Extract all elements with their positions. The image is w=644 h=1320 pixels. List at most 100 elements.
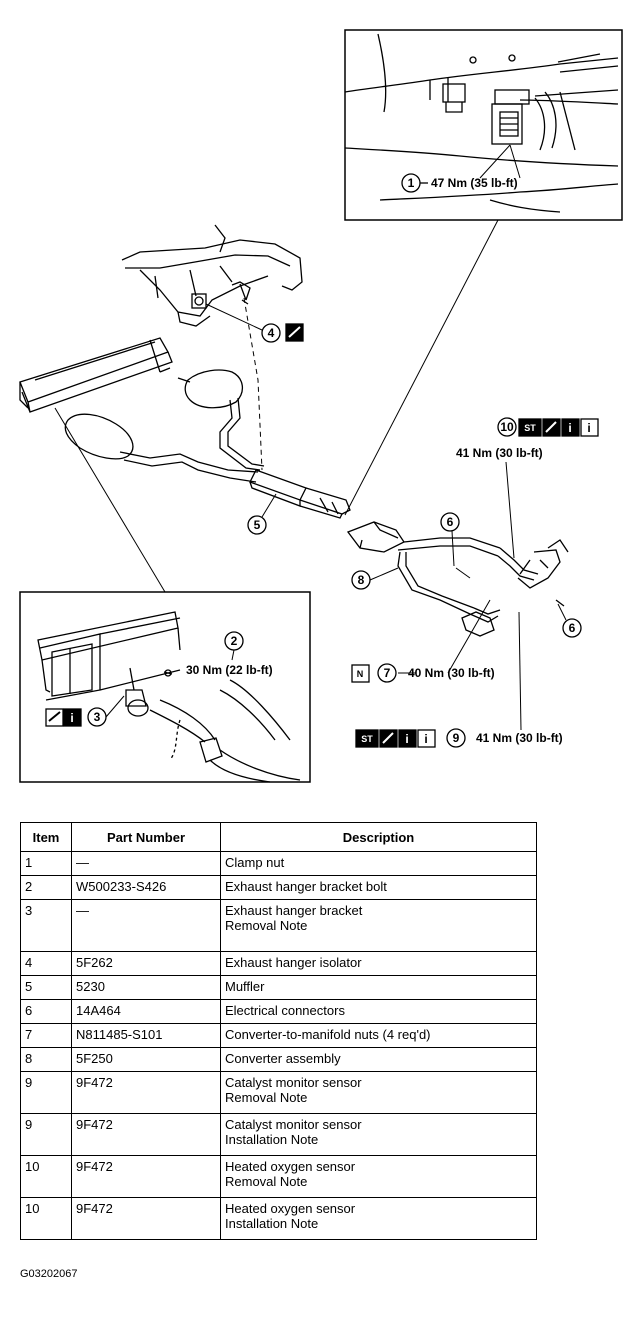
callout-10-number: 10: [500, 420, 514, 434]
desc-line1: Clamp nut: [225, 855, 285, 870]
table-header-row: Item Part Number Description: [20, 822, 537, 852]
info-icon: i: [587, 421, 590, 435]
callout-9-badge: ST: [361, 734, 373, 744]
cell-part: 9F472: [71, 1071, 221, 1114]
desc-line1: Exhaust hanger bracket bolt: [225, 879, 387, 894]
cell-part: N811485-S101: [71, 1023, 221, 1048]
info-icon: i: [424, 732, 427, 746]
cell-part: —: [71, 851, 221, 876]
desc-line1: Exhaust hanger bracket: [225, 903, 363, 918]
cell-desc: Electrical connectors: [220, 999, 537, 1024]
callout-5-number: 5: [254, 518, 261, 532]
pencil-icon: [382, 732, 394, 744]
cell-part: 9F472: [71, 1155, 221, 1198]
desc-line1: Heated oxygen sensor: [225, 1159, 356, 1174]
cell-desc: Exhaust hanger isolator: [220, 951, 537, 976]
cell-item: 2: [20, 875, 72, 900]
cell-item: 3: [20, 899, 72, 952]
table-row: 6 14A464 Electrical connectors: [20, 999, 537, 1024]
desc-line1: Heated oxygen sensor: [225, 1201, 356, 1216]
lubricant-icon: [48, 711, 61, 722]
header-part-number: Part Number: [71, 822, 221, 852]
callout-4-number: 4: [268, 326, 275, 340]
desc-line1: Catalyst monitor sensor: [225, 1075, 362, 1090]
callout-9-torque: 41 Nm (30 lb-ft): [476, 731, 563, 745]
callout-8-number: 8: [358, 573, 365, 587]
figure-code: G03202067: [20, 1268, 78, 1280]
cell-part: 9F472: [71, 1197, 221, 1240]
callout-7-number: 7: [384, 666, 391, 680]
cell-desc: Exhaust hanger bracket bolt: [220, 875, 537, 900]
callout-3-number: 3: [94, 710, 101, 724]
parts-table: Item Part Number Description 1 — Clamp n…: [20, 822, 537, 1240]
cell-desc: Converter-to-manifold nuts (4 req'd): [220, 1023, 537, 1048]
callout-1-number: 1: [408, 176, 415, 190]
cell-item: 5: [20, 975, 72, 1000]
info-icon: i: [70, 711, 73, 725]
cell-item: 1: [20, 851, 72, 876]
desc-line1: Electrical connectors: [225, 1003, 345, 1018]
cell-part: 9F472: [71, 1113, 221, 1156]
callout-2-torque: 30 Nm (22 lb-ft): [186, 663, 273, 677]
exhaust-diagram: 1 47 Nm (35 lb-ft) 4 5 6 6 8 10 ST i i 4…: [19, 29, 623, 783]
pencil-icon: [545, 421, 557, 433]
cell-part: 5F250: [71, 1047, 221, 1072]
desc-note: Installation Note: [225, 1132, 319, 1147]
callout-10-badge: ST: [524, 423, 536, 433]
callout-10-torque: 41 Nm (30 lb-ft): [456, 446, 543, 460]
table-row: 8 5F250 Converter assembly: [20, 1047, 537, 1072]
cell-item: 9: [20, 1113, 72, 1156]
callout-7-torque: 40 Nm (30 lb-ft): [408, 666, 495, 680]
table-row: 1 — Clamp nut: [20, 851, 537, 876]
cell-part: —: [71, 899, 221, 952]
cell-part: W500233-S426: [71, 875, 221, 900]
cell-item: 7: [20, 1023, 72, 1048]
lubricant-icon: [288, 326, 301, 338]
desc-line1: Muffler: [225, 979, 265, 994]
callout-9-number: 9: [453, 731, 460, 745]
cell-item: 10: [20, 1155, 72, 1198]
cell-part: 5F262: [71, 951, 221, 976]
desc-note: Removal Note: [225, 918, 308, 933]
callout-2-number: 2: [231, 634, 238, 648]
callout-1-torque: 47 Nm (35 lb-ft): [431, 176, 518, 190]
cell-part: 14A464: [71, 999, 221, 1024]
desc-line1: Exhaust hanger isolator: [225, 955, 362, 970]
header-item: Item: [20, 822, 72, 852]
cell-item: 4: [20, 951, 72, 976]
cell-desc: Clamp nut: [220, 851, 537, 876]
cell-item: 6: [20, 999, 72, 1024]
cell-desc: Converter assembly: [220, 1047, 537, 1072]
cell-part: 5230: [71, 975, 221, 1000]
header-description: Description: [220, 822, 537, 852]
detail-inset-top: [344, 29, 623, 221]
info-icon: i: [405, 732, 408, 746]
table-row: 5 5230 Muffler: [20, 975, 537, 1000]
info-icon: i: [568, 421, 571, 435]
table-row: 2 W500233-S426 Exhaust hanger bracket bo…: [20, 875, 537, 900]
callout-7-badge: N: [357, 669, 364, 679]
detail-inset-bottom: [19, 591, 311, 783]
cell-item: 8: [20, 1047, 72, 1072]
desc-note: Removal Note: [225, 1090, 308, 1105]
desc-note: Removal Note: [225, 1174, 308, 1189]
desc-line1: Catalyst monitor sensor: [225, 1117, 362, 1132]
cell-item: 10: [20, 1197, 72, 1240]
table-row: 7 N811485-S101 Converter-to-manifold nut…: [20, 1023, 537, 1048]
callout-6-number: 6: [447, 515, 454, 529]
desc-note: Installation Note: [225, 1216, 319, 1231]
cell-item: 9: [20, 1071, 72, 1114]
callout-6b-number: 6: [569, 621, 576, 635]
cell-desc: Muffler: [220, 975, 537, 1000]
desc-line1: Converter-to-manifold nuts (4 req'd): [225, 1027, 431, 1042]
